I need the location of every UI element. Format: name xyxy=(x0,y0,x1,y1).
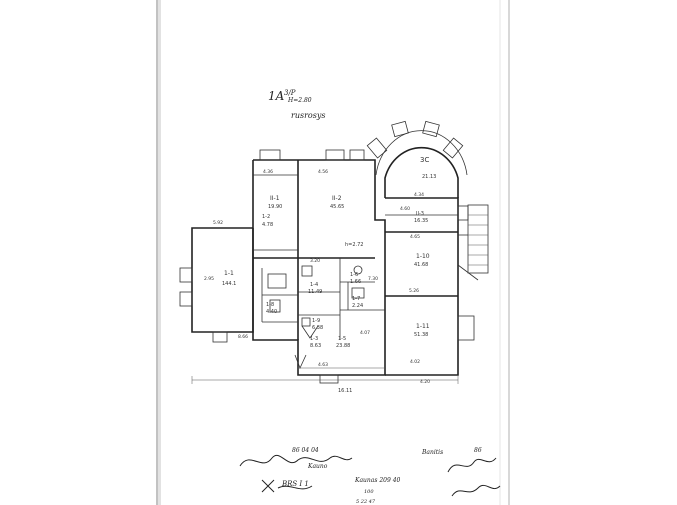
footer-bottom-numbers: 5 22 47 xyxy=(356,499,376,505)
footer-left-numbers: 86 04 04 xyxy=(292,447,319,454)
room-area: 21.13 xyxy=(422,174,436,180)
dimension-label: 4.56 xyxy=(318,169,328,175)
plan-code: 1A xyxy=(268,89,285,103)
dimension-label: 8.66 xyxy=(238,334,248,340)
floor-name: rusrosys xyxy=(291,111,325,120)
outer-walls xyxy=(191,146,459,376)
dimension-label: 4.36 xyxy=(263,169,273,175)
room-label: 1-4 xyxy=(310,282,318,288)
room-label: 1-11 xyxy=(416,323,430,330)
room-label: 1-10 xyxy=(416,253,430,260)
room-area: 4.78 xyxy=(262,222,273,228)
dimension-label: 4.07 xyxy=(360,330,370,336)
dimension-label: 4.65 xyxy=(410,234,420,240)
room-label: 1-2 xyxy=(262,214,270,220)
room-area: 16.35 xyxy=(414,218,428,224)
apse-window-bays xyxy=(366,120,468,176)
dimension-lines xyxy=(191,367,459,384)
dimension-label: 4.34 xyxy=(414,192,424,198)
right-signature-bottom xyxy=(451,484,501,497)
room-area: 144.1 xyxy=(222,281,236,287)
dimension-label: 3.20 xyxy=(310,258,320,264)
footer-100: 100 xyxy=(364,489,374,495)
city-line: Kaunas 209 40 xyxy=(354,477,401,484)
room-area: 23.88 xyxy=(336,343,350,349)
room-area: 2.24 xyxy=(352,303,363,309)
dimension-labels: 16.11 h=2.72 5.92 4.36 4.56 4.34 2.95 4.… xyxy=(204,169,430,394)
height-mark-label: h=2.72 xyxy=(345,242,364,248)
plan-code-sup: 3/P xyxy=(284,89,296,97)
overall-width-label: 16.11 xyxy=(338,388,352,394)
room-label: 3C xyxy=(420,156,429,164)
room-label: 1-8 xyxy=(266,302,274,308)
dimension-label: 5.26 xyxy=(409,288,419,294)
room-area: 1.66 xyxy=(350,279,361,285)
room-label: II-2 xyxy=(332,195,342,202)
dimension-label: 7.30 xyxy=(368,276,378,282)
room-label: 1-7 xyxy=(352,296,360,302)
room-area: 41.68 xyxy=(414,262,428,268)
room-label: 1-3 xyxy=(310,336,318,342)
room-labels: 1-1 144.1 II-1 19.90 II-2 45.65 3C 21.13… xyxy=(222,156,436,349)
right-signature-label: Banitis xyxy=(421,449,443,456)
stamp-mark xyxy=(261,479,313,493)
left-signature-text: Kauno xyxy=(307,463,328,470)
room-area: 45.65 xyxy=(330,204,344,210)
right-signature-top xyxy=(447,457,497,473)
room-area: 6.38 xyxy=(312,325,323,331)
left-signature xyxy=(239,455,353,467)
dimension-label: 4.60 xyxy=(400,206,410,212)
room-area: 4.40 xyxy=(266,309,277,315)
right-signature-number: 86 xyxy=(474,447,482,454)
room-area: 19.90 xyxy=(268,204,282,210)
dimension-label: 5.92 xyxy=(213,220,223,226)
room-area: 8.63 xyxy=(310,343,321,349)
room-label: 1-9 xyxy=(312,318,320,324)
room-label: II-1 xyxy=(270,195,280,202)
room-label: 1-5 xyxy=(338,336,346,342)
dimension-label: 2.95 xyxy=(204,276,214,282)
dimension-label: 4.02 xyxy=(410,359,420,365)
stamp-text: BRS I 1 xyxy=(281,480,309,488)
room-label: 1-6 xyxy=(350,272,358,278)
dimension-label: 4.20 xyxy=(420,379,430,385)
interior-partitions xyxy=(253,160,458,340)
room-label: 1-1 xyxy=(224,270,234,277)
room-area: 51.38 xyxy=(414,332,428,338)
floor-height: H=2.80 xyxy=(287,97,312,104)
staircase xyxy=(457,204,489,281)
dimension-label: 4.63 xyxy=(318,362,328,368)
wall-window-bays xyxy=(179,149,475,384)
room-label: II-3 xyxy=(416,211,424,217)
footer-annotations: 86 04 04 Kauno BRS I 1 Kaunas 209 40 100… xyxy=(239,447,501,505)
room-area: 11.49 xyxy=(308,289,322,295)
